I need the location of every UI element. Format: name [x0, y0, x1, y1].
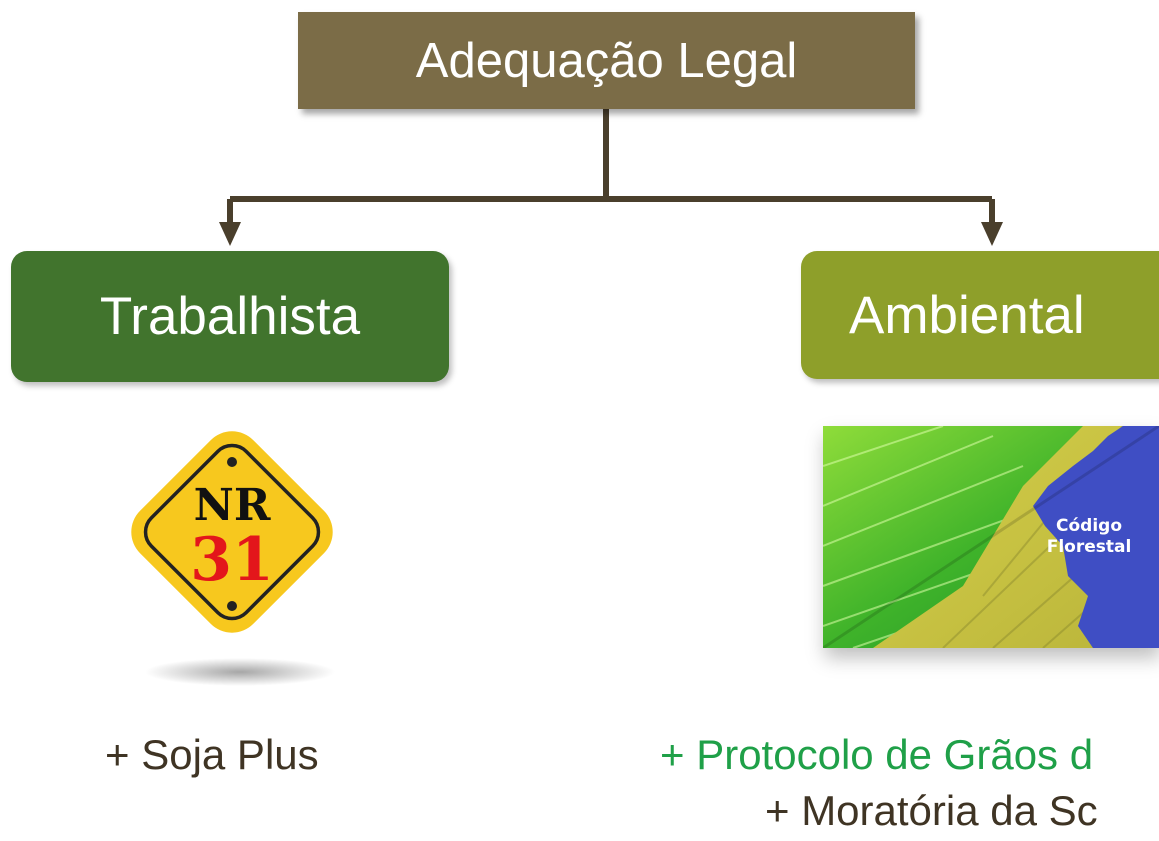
cf-label-line-1: Código — [1056, 516, 1122, 536]
cf-label-line-2: Florestal — [1046, 537, 1132, 557]
trabalhista-node: Trabalhista — [11, 251, 449, 382]
soja-plus-text: + Soja Plus — [105, 731, 319, 778]
root-label: Adequação Legal — [415, 33, 798, 88]
root-node: Adequação Legal — [298, 12, 915, 109]
sign-bottom-dot — [227, 601, 237, 611]
left-arrowhead — [219, 222, 241, 246]
trabalhista-label: Trabalhista — [99, 287, 361, 346]
sign-body — [131, 431, 333, 633]
moratoria-text: + Moratória da Sc — [765, 787, 1098, 834]
right-arrowhead — [981, 222, 1003, 246]
codigo-florestal-label: Código Florestal — [1029, 516, 1149, 558]
protocolo-text: + Protocolo de Grãos d — [660, 731, 1094, 778]
sign-top-dot — [227, 457, 237, 467]
ambiental-node: Ambiental — [801, 251, 1159, 379]
blue-region — [1033, 426, 1159, 648]
sign-line-1: NR — [194, 480, 271, 531]
leaf-flag-icon — [823, 426, 1159, 648]
codigo-florestal-image: Código Florestal — [823, 426, 1159, 648]
sign-shadow — [145, 658, 335, 686]
nr31-sign-icon: NR 31 — [131, 431, 335, 686]
sign-inner-border — [143, 443, 321, 621]
sign-line-2: 31 — [190, 525, 274, 595]
ambiental-label: Ambiental — [849, 285, 1085, 345]
